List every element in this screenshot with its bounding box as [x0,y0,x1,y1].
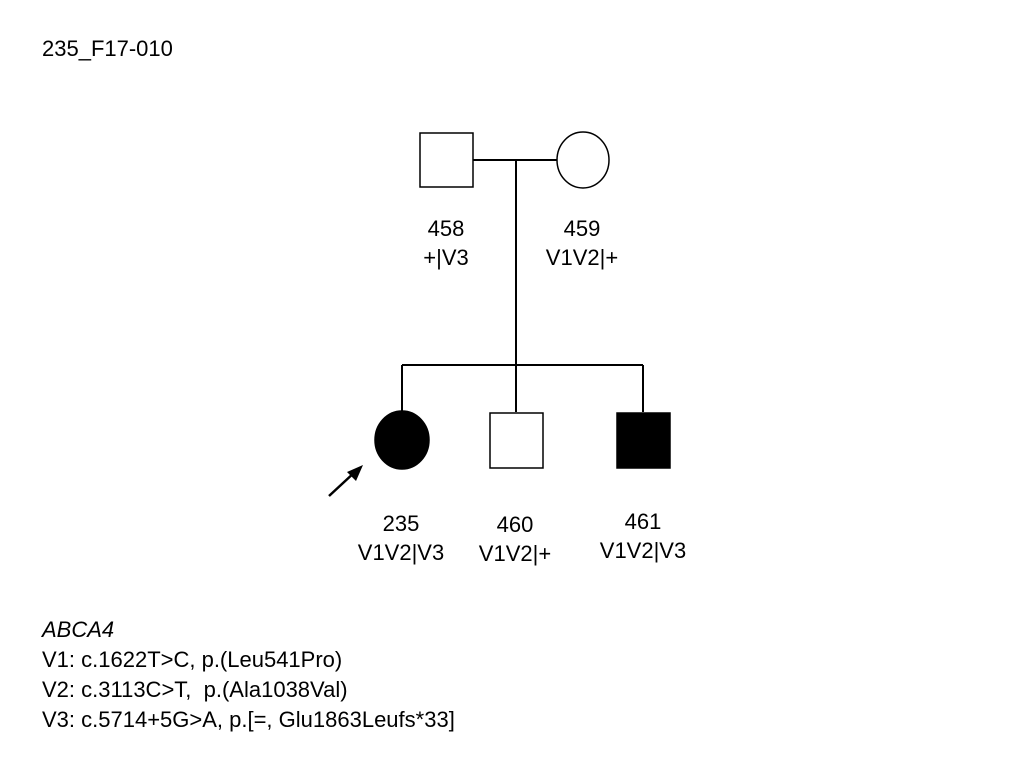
proband-arrow [328,465,363,497]
member-label-458: 458 +|V3 [376,214,516,272]
member-genotype-235: V1V2|V3 [357,540,445,565]
member-label-461: 461 V1V2|V3 [573,507,713,565]
male-symbol-461-affected [616,412,671,469]
member-genotype-460: V1V2|+ [478,541,552,566]
gene-name: ABCA4 [42,617,115,642]
female-symbol-459 [556,131,610,189]
member-label-235: 235 V1V2|V3 [331,509,471,567]
member-genotype-458: +|V3 [423,245,469,270]
member-label-459: 459 V1V2|+ [512,214,652,272]
variant-v2: V2: c.3113C>T, p.(Ala1038Val) [42,677,348,702]
pedigree-lines [401,159,644,412]
male-symbol-458 [419,132,474,188]
female-symbol-235-affected [374,410,430,470]
member-id-460: 460 [496,512,534,537]
variant-v3: V3: c.5714+5G>A, p.[=, Glu1863Leufs*33] [42,707,455,732]
male-symbol-460 [489,412,544,469]
member-id-459: 459 [563,216,601,241]
variant-legend: ABCA4 V1: c.1622T>C, p.(Leu541Pro) V2: c… [42,615,455,735]
variant-v1: V1: c.1622T>C, p.(Leu541Pro) [42,647,343,672]
member-id-235: 235 [382,511,420,536]
member-label-460: 460 V1V2|+ [445,510,585,568]
member-id-458: 458 [427,216,465,241]
member-genotype-459: V1V2|+ [545,245,619,270]
pedigree-title: 235_F17-010 [42,36,173,61]
member-id-461: 461 [624,509,662,534]
member-genotype-461: V1V2|V3 [599,538,687,563]
